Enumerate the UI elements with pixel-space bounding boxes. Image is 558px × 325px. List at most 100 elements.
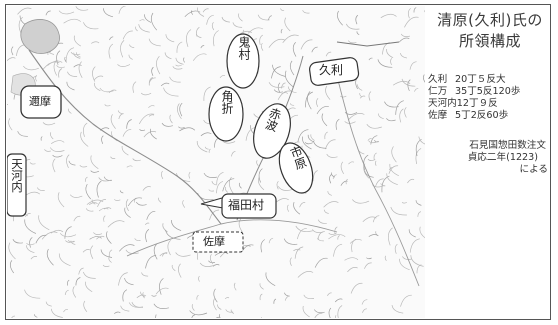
terrain-contour [367, 138, 372, 141]
terrain-contour [52, 158, 56, 173]
terrain-contour [198, 275, 200, 282]
terrain-contour [144, 14, 152, 23]
terrain-contour [148, 105, 155, 108]
terrain-contour [67, 71, 78, 77]
terrain-contour [178, 126, 185, 129]
terrain-contour [192, 53, 207, 61]
terrain-contour [113, 311, 121, 314]
terrain-contour [144, 222, 150, 226]
terrain-contour [216, 181, 224, 194]
terrain-contour [175, 64, 182, 67]
terrain-contour [260, 239, 265, 253]
terrain-contour [91, 41, 100, 44]
terrain-contour [88, 202, 98, 205]
terrain-contour [350, 282, 363, 294]
terrain-contour [41, 231, 58, 240]
terrain-contour [26, 242, 35, 246]
terrain-contour [407, 8, 411, 19]
terrain-contour [399, 108, 404, 123]
terrain-contour [96, 180, 102, 198]
terrain-contour [184, 10, 201, 17]
terrain-contour [337, 305, 343, 318]
terrain-contour [340, 180, 348, 186]
holding-area: 5丁2反60歩 [455, 110, 509, 121]
terrain-contour [273, 89, 283, 93]
terrain-contour [114, 199, 121, 201]
terrain-contour [120, 40, 125, 58]
source-line-2: 貞応二年(1223) [467, 152, 538, 163]
terrain-contour [178, 263, 182, 278]
terrain-contour [69, 194, 83, 198]
terrain-contour [394, 243, 398, 254]
terrain-contour [97, 199, 107, 208]
label-fukudamura: 福田村 [228, 198, 265, 212]
terrain-contour [418, 136, 425, 145]
holding-area: 12丁９反 [456, 98, 498, 109]
terrain-contour [216, 171, 224, 186]
terrain-contour [53, 59, 58, 76]
terrain-contour [368, 140, 379, 144]
terrain-contour [355, 14, 359, 25]
terrain-contour [12, 239, 23, 244]
terrain-contour [400, 33, 410, 37]
terrain-contour [139, 129, 146, 131]
terrain-contour [99, 87, 114, 93]
terrain-contour [129, 44, 135, 48]
terrain-contour [103, 215, 106, 222]
terrain-contour [117, 110, 124, 115]
terrain-contour [209, 254, 214, 265]
terrain-contour [380, 13, 397, 19]
terrain-contour [24, 289, 41, 299]
terrain-contour [327, 191, 332, 196]
terrain-contour [208, 148, 211, 153]
terrain-contour [344, 257, 359, 261]
terrain-contour [191, 304, 195, 311]
terrain-contour [159, 278, 164, 295]
terrain-contour [212, 264, 220, 267]
terrain-contour [119, 190, 124, 194]
terrain-contour [351, 238, 357, 253]
terrain-contour [344, 112, 358, 115]
terrain-contour [151, 294, 157, 297]
terrain-contour [362, 308, 367, 313]
terrain-contour [337, 10, 343, 26]
source-note: 石見国惣田数注文 貞応二年(1223) による [428, 140, 552, 176]
terrain-contour [219, 75, 226, 79]
label-onimura: 鬼村 [237, 36, 251, 60]
terrain-contour [128, 302, 144, 308]
terrain-contour [259, 293, 263, 301]
terrain-contour [124, 207, 131, 218]
terrain-contour [86, 199, 104, 205]
terrain-contour [280, 28, 283, 34]
terrain-contour [419, 226, 425, 239]
terrain-contour [200, 45, 205, 49]
terrain-contour [211, 180, 217, 186]
terrain-contour [122, 30, 133, 40]
terrain-contour [106, 231, 112, 244]
terrain-contour [199, 262, 215, 267]
terrain-contour [272, 64, 286, 77]
terrain-contour [177, 103, 182, 120]
terrain-contour [138, 24, 150, 33]
terrain-contour [277, 82, 281, 93]
terrain-contour [126, 165, 133, 168]
terrain-contour [268, 82, 285, 88]
terrain-contour [45, 10, 51, 16]
label-sama: 佐摩 [203, 235, 225, 248]
terrain-contour [125, 199, 129, 212]
terrain-contour [196, 26, 200, 37]
terrain-contour [45, 301, 52, 307]
terrain-contour [83, 22, 99, 30]
terrain-contour [148, 38, 161, 47]
terrain-contour [292, 42, 297, 57]
terrain-contour [56, 50, 61, 65]
terrain-contour [217, 304, 222, 310]
terrain-contour [156, 55, 161, 75]
terrain-contour [404, 16, 419, 28]
terrain-contour [224, 297, 230, 300]
terrain-contour [409, 238, 420, 253]
terrain-contour [103, 207, 112, 210]
terrain-contour [356, 31, 360, 36]
